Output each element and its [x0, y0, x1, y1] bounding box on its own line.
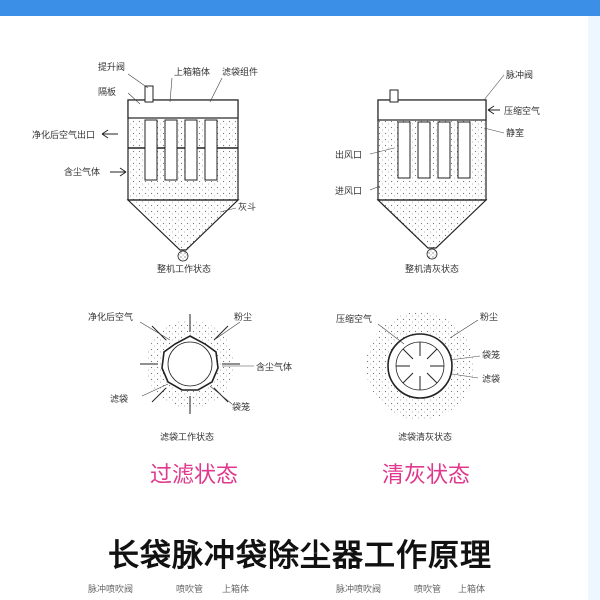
collector-cleaning-diagram: 脉冲阀 压缩空气 静室 出风口 进风口 整机清灰状态 [335, 69, 540, 275]
footer-left-label-3: 上箱体 [222, 585, 250, 595]
collector-working-diagram: 提升阀 隔板 上箱箱体 滤袋组件 净化后空气出口 含尘气体 灰斗 整机工作状态 [32, 62, 258, 275]
footer-right-label-3: 上箱体 [458, 585, 486, 595]
label-ash-hopper: 灰斗 [238, 201, 256, 213]
filter-bags [397, 121, 471, 179]
label-clean-air-outlet: 净化后空气出口 [32, 129, 95, 141]
filter-bag-shape [204, 119, 218, 181]
caption-filtering-state: 过滤状态 [150, 463, 238, 488]
filter-bag-shape [164, 119, 178, 181]
label-filter-bag-assembly: 滤袋组件 [222, 66, 258, 78]
compressed-air-arrow [487, 105, 500, 115]
footer-left-label-1: 脉冲喷吹阀 [88, 585, 134, 595]
discharge-valve [426, 248, 438, 260]
bag-working-diagram: 净化后空气 粉尘 含尘气体 滤袋 袋笼 滤袋工作状态 [88, 311, 292, 443]
filter-bag-shape [184, 119, 198, 181]
label-filter-bag: 滤袋 [110, 393, 128, 405]
ash-hopper-shape [376, 199, 488, 249]
caption-bag-cleaning: 滤袋清灰状态 [398, 431, 452, 443]
label-dust: 粉尘 [480, 311, 498, 323]
lift-valve-shape [144, 85, 154, 103]
filter-bag-shape [417, 121, 431, 179]
footer-right-label-2: 喷吹管 [414, 585, 442, 595]
cage-ring [167, 341, 213, 387]
label-dust: 粉尘 [234, 311, 252, 323]
label-filter-bag: 滤袋 [482, 373, 500, 385]
footer-left-label-2: 喷吹管 [176, 585, 204, 595]
label-lift-valve: 提升阀 [98, 62, 125, 73]
leader-lines [127, 73, 237, 213]
leader-lines [139, 321, 254, 405]
inlet-arrow [110, 167, 127, 177]
label-outlet: 出风口 [335, 149, 362, 161]
label-clean-chamber: 静室 [506, 127, 524, 139]
caption-cleaning-state: 清灰状态 [382, 463, 470, 488]
caption-collector-working: 整机工作状态 [157, 263, 211, 275]
label-cage: 袋笼 [232, 401, 250, 413]
ash-hopper-shape [126, 199, 240, 251]
footer-right-label-1: 脉冲喷吹阀 [336, 585, 382, 595]
top-accent-band [0, 0, 600, 16]
label-dusty-gas: 含尘气体 [256, 361, 292, 373]
label-partition: 隔板 [98, 86, 116, 98]
filter-bag-shape [397, 121, 411, 179]
caption-collector-cleaning: 整机清灰状态 [405, 263, 459, 275]
bag-cleaning-diagram: 压缩空气 粉尘 袋笼 滤袋 滤袋清灰状态 [336, 311, 500, 443]
label-clean-air: 净化后空气 [88, 311, 133, 323]
label-upper-box: 上箱箱体 [174, 66, 210, 78]
outflow-arrows [396, 342, 444, 390]
valve-shape [389, 89, 399, 103]
right-side-strip [588, 16, 600, 600]
label-compressed-air: 压缩空气 [336, 313, 372, 325]
filter-bag-shape [457, 121, 471, 179]
filter-bag-shape [437, 121, 451, 179]
leader-lines [377, 319, 481, 379]
filter-bags [144, 119, 218, 181]
outlet-arrow [101, 129, 118, 139]
upper-box [127, 99, 239, 119]
label-compressed-air: 压缩空气 [504, 105, 540, 117]
clean-chamber-shape [377, 99, 487, 121]
label-inlet: 进风口 [335, 186, 362, 197]
discharge-valve [177, 250, 189, 262]
filter-bag-shape [144, 119, 158, 181]
leader-lines [369, 74, 505, 191]
main-title: 长袋脉冲袋除尘器工作原理 [108, 538, 492, 574]
caption-bag-working: 滤袋工作状态 [160, 431, 214, 443]
label-cage: 袋笼 [482, 349, 500, 361]
label-dusty-gas: 含尘气体 [64, 166, 100, 178]
label-pulse-valve: 脉冲阀 [506, 69, 533, 81]
